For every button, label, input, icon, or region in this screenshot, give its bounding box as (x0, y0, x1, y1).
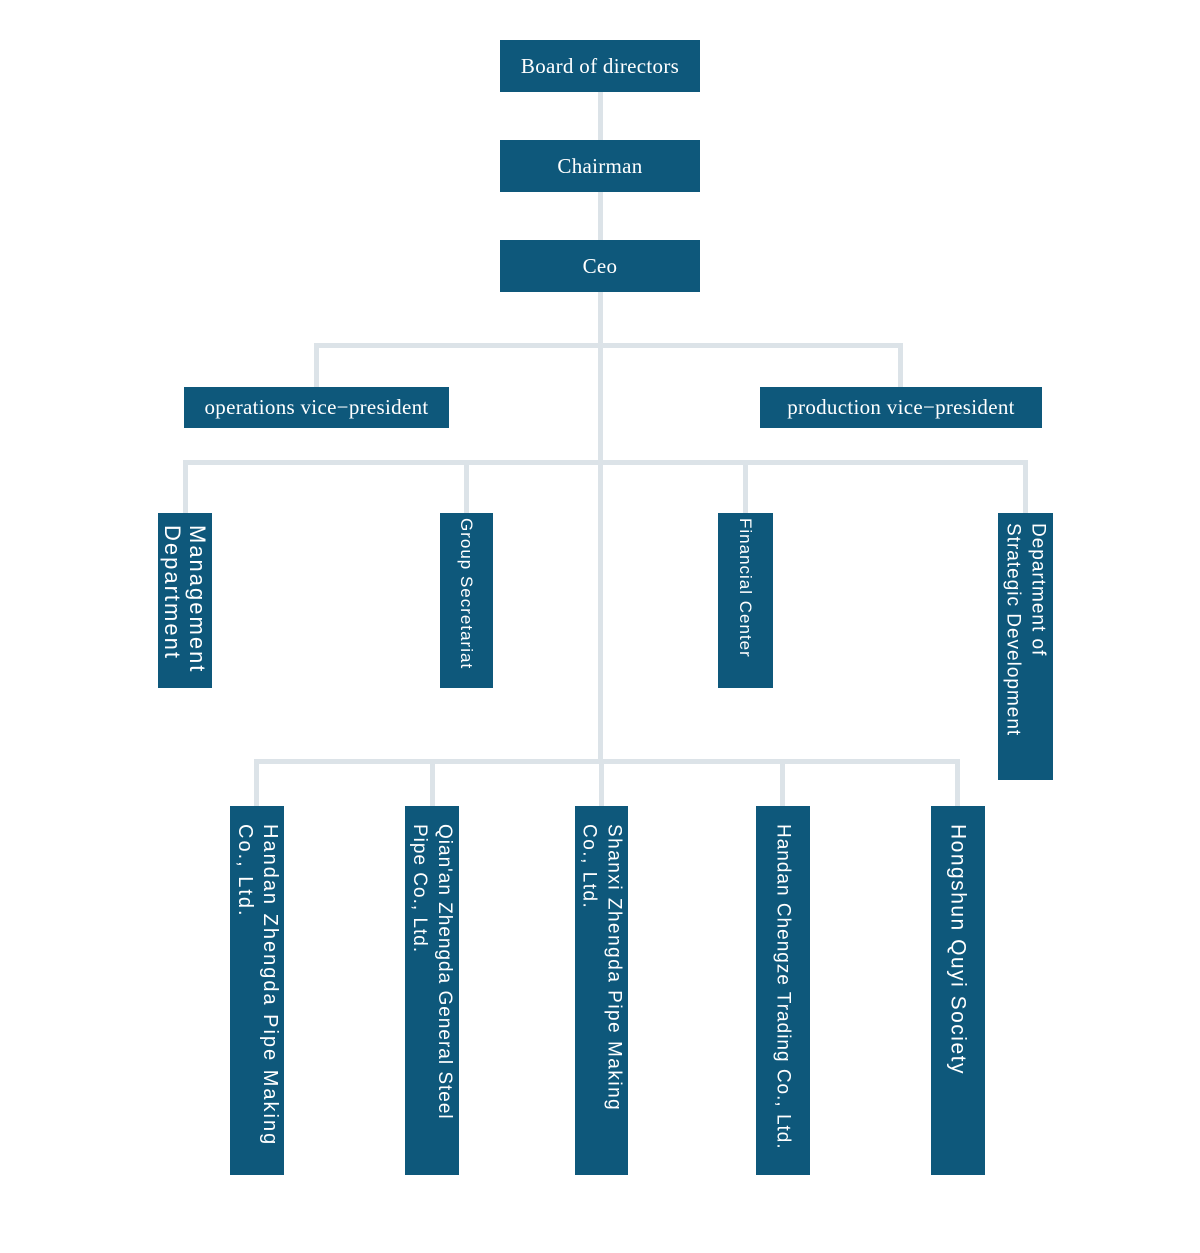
node-handan-zhengda-pipe-making: Handan Zhengda Pipe Making Co., Ltd. (230, 806, 284, 1175)
connector-drop-financial-center (743, 460, 748, 513)
node-label: Ceo (582, 253, 618, 278)
connector-drop-handan-chengze (780, 759, 785, 806)
connector-ceo-trunk (597, 292, 603, 764)
node-production-vice-president: production vice−president (760, 387, 1042, 428)
connector-chairman-ceo (597, 192, 603, 240)
node-board-of-directors: Board of directors (500, 40, 700, 92)
node-label: operations vice−president (204, 395, 429, 419)
connector-drop-hongshun (955, 759, 960, 806)
node-label: Qian'an Zhengda General Steel Pipe Co., … (409, 824, 455, 1120)
node-operations-vice-president: operations vice−president (184, 387, 449, 428)
connector-drop-group-secretariat (464, 460, 469, 513)
node-label: Department of Strategic Development (1002, 523, 1049, 737)
connector-drop-handan-zhengda (254, 759, 259, 806)
node-management-department: Management Department (158, 513, 212, 688)
connector-drop-strategic-development (1023, 460, 1028, 513)
connector-branch-vp (314, 343, 903, 348)
node-label: Chairman (557, 153, 643, 178)
connector-board-chairman (597, 92, 603, 140)
node-label: Shanxi Zhengda Pipe Making Co., Ltd. (578, 824, 625, 1112)
node-label: Hongshun Quyi Society (946, 824, 970, 1075)
node-label: Handan Zhengda Pipe Making Co., Ltd. (234, 824, 281, 1147)
node-group-secretariat: Group Secretariat (440, 513, 493, 688)
node-label: Board of directors (520, 53, 680, 78)
node-handan-chengze-trading: Handan Chengze Trading Co., Ltd. (756, 806, 810, 1175)
node-qianan-zhengda-general-steel-pipe: Qian'an Zhengda General Steel Pipe Co., … (405, 806, 459, 1175)
node-hongshun-quyi-society: Hongshun Quyi Society (931, 806, 985, 1175)
connector-drop-shanxi-zhengda (599, 759, 604, 806)
node-ceo: Ceo (500, 240, 700, 292)
node-strategic-development-department: Department of Strategic Development (998, 513, 1053, 780)
connector-branch-subsidiaries (254, 759, 960, 764)
node-shanxi-zhengda-pipe-making: Shanxi Zhengda Pipe Making Co., Ltd. (575, 806, 628, 1175)
connector-drop-qianan-zhengda (430, 759, 435, 806)
node-label: Handan Chengze Trading Co., Ltd. (772, 824, 794, 1150)
connector-drop-operations-vp (314, 343, 319, 387)
node-chairman: Chairman (500, 140, 700, 192)
node-financial-center: Financial Center (718, 513, 773, 688)
node-label: Group Secretariat (457, 518, 476, 670)
connector-branch-departments (183, 460, 1028, 465)
connector-drop-management (183, 460, 188, 513)
connector-drop-production-vp (898, 343, 903, 387)
node-label: Financial Center (736, 518, 755, 658)
node-label: production vice−president (787, 395, 1015, 419)
node-label: Management Department (160, 525, 210, 674)
